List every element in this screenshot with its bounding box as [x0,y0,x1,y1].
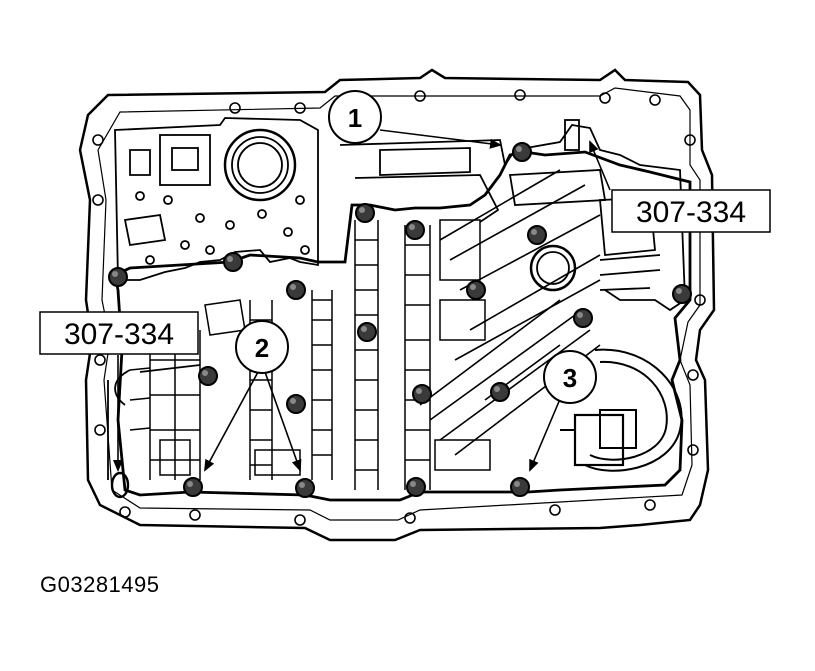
bolt [286,394,306,414]
tool-label-left: 307-334 [39,311,199,355]
bolt [286,280,306,300]
bolt [672,284,692,304]
bolt [490,382,510,402]
callout-3-number: 3 [563,363,577,393]
bolt [108,267,128,287]
bolt-highlights [112,146,682,488]
callout-2-number: 2 [255,333,269,363]
bolt [357,322,377,342]
diagonal-passages [419,169,601,456]
left-linkage [107,364,201,499]
bolt [183,477,203,497]
figure-id: G03281495 [40,572,160,597]
bolt [573,308,593,328]
callout-3: 3 [543,350,597,404]
callout-1: 1 [328,90,382,144]
bolt [527,225,547,245]
bolt [405,220,425,240]
bolt [223,252,243,272]
bolt [510,477,530,497]
solenoid-body [560,348,683,472]
separator-plate [114,117,319,281]
tool-label-right: 307-334 [611,189,771,233]
leader-lines [113,129,611,472]
bolt [512,142,532,162]
callout-1-number: 1 [348,103,362,133]
bolt [466,280,486,300]
bolt [406,477,426,497]
tool-label-left-text: 307-334 [64,318,174,351]
bolt [198,366,218,386]
callout-2: 2 [235,320,289,374]
case-bolt-holes [92,89,706,526]
bolt [295,478,315,498]
tool-label-right-text: 307-334 [636,196,746,229]
bolt [412,384,432,404]
bolt [355,203,375,223]
